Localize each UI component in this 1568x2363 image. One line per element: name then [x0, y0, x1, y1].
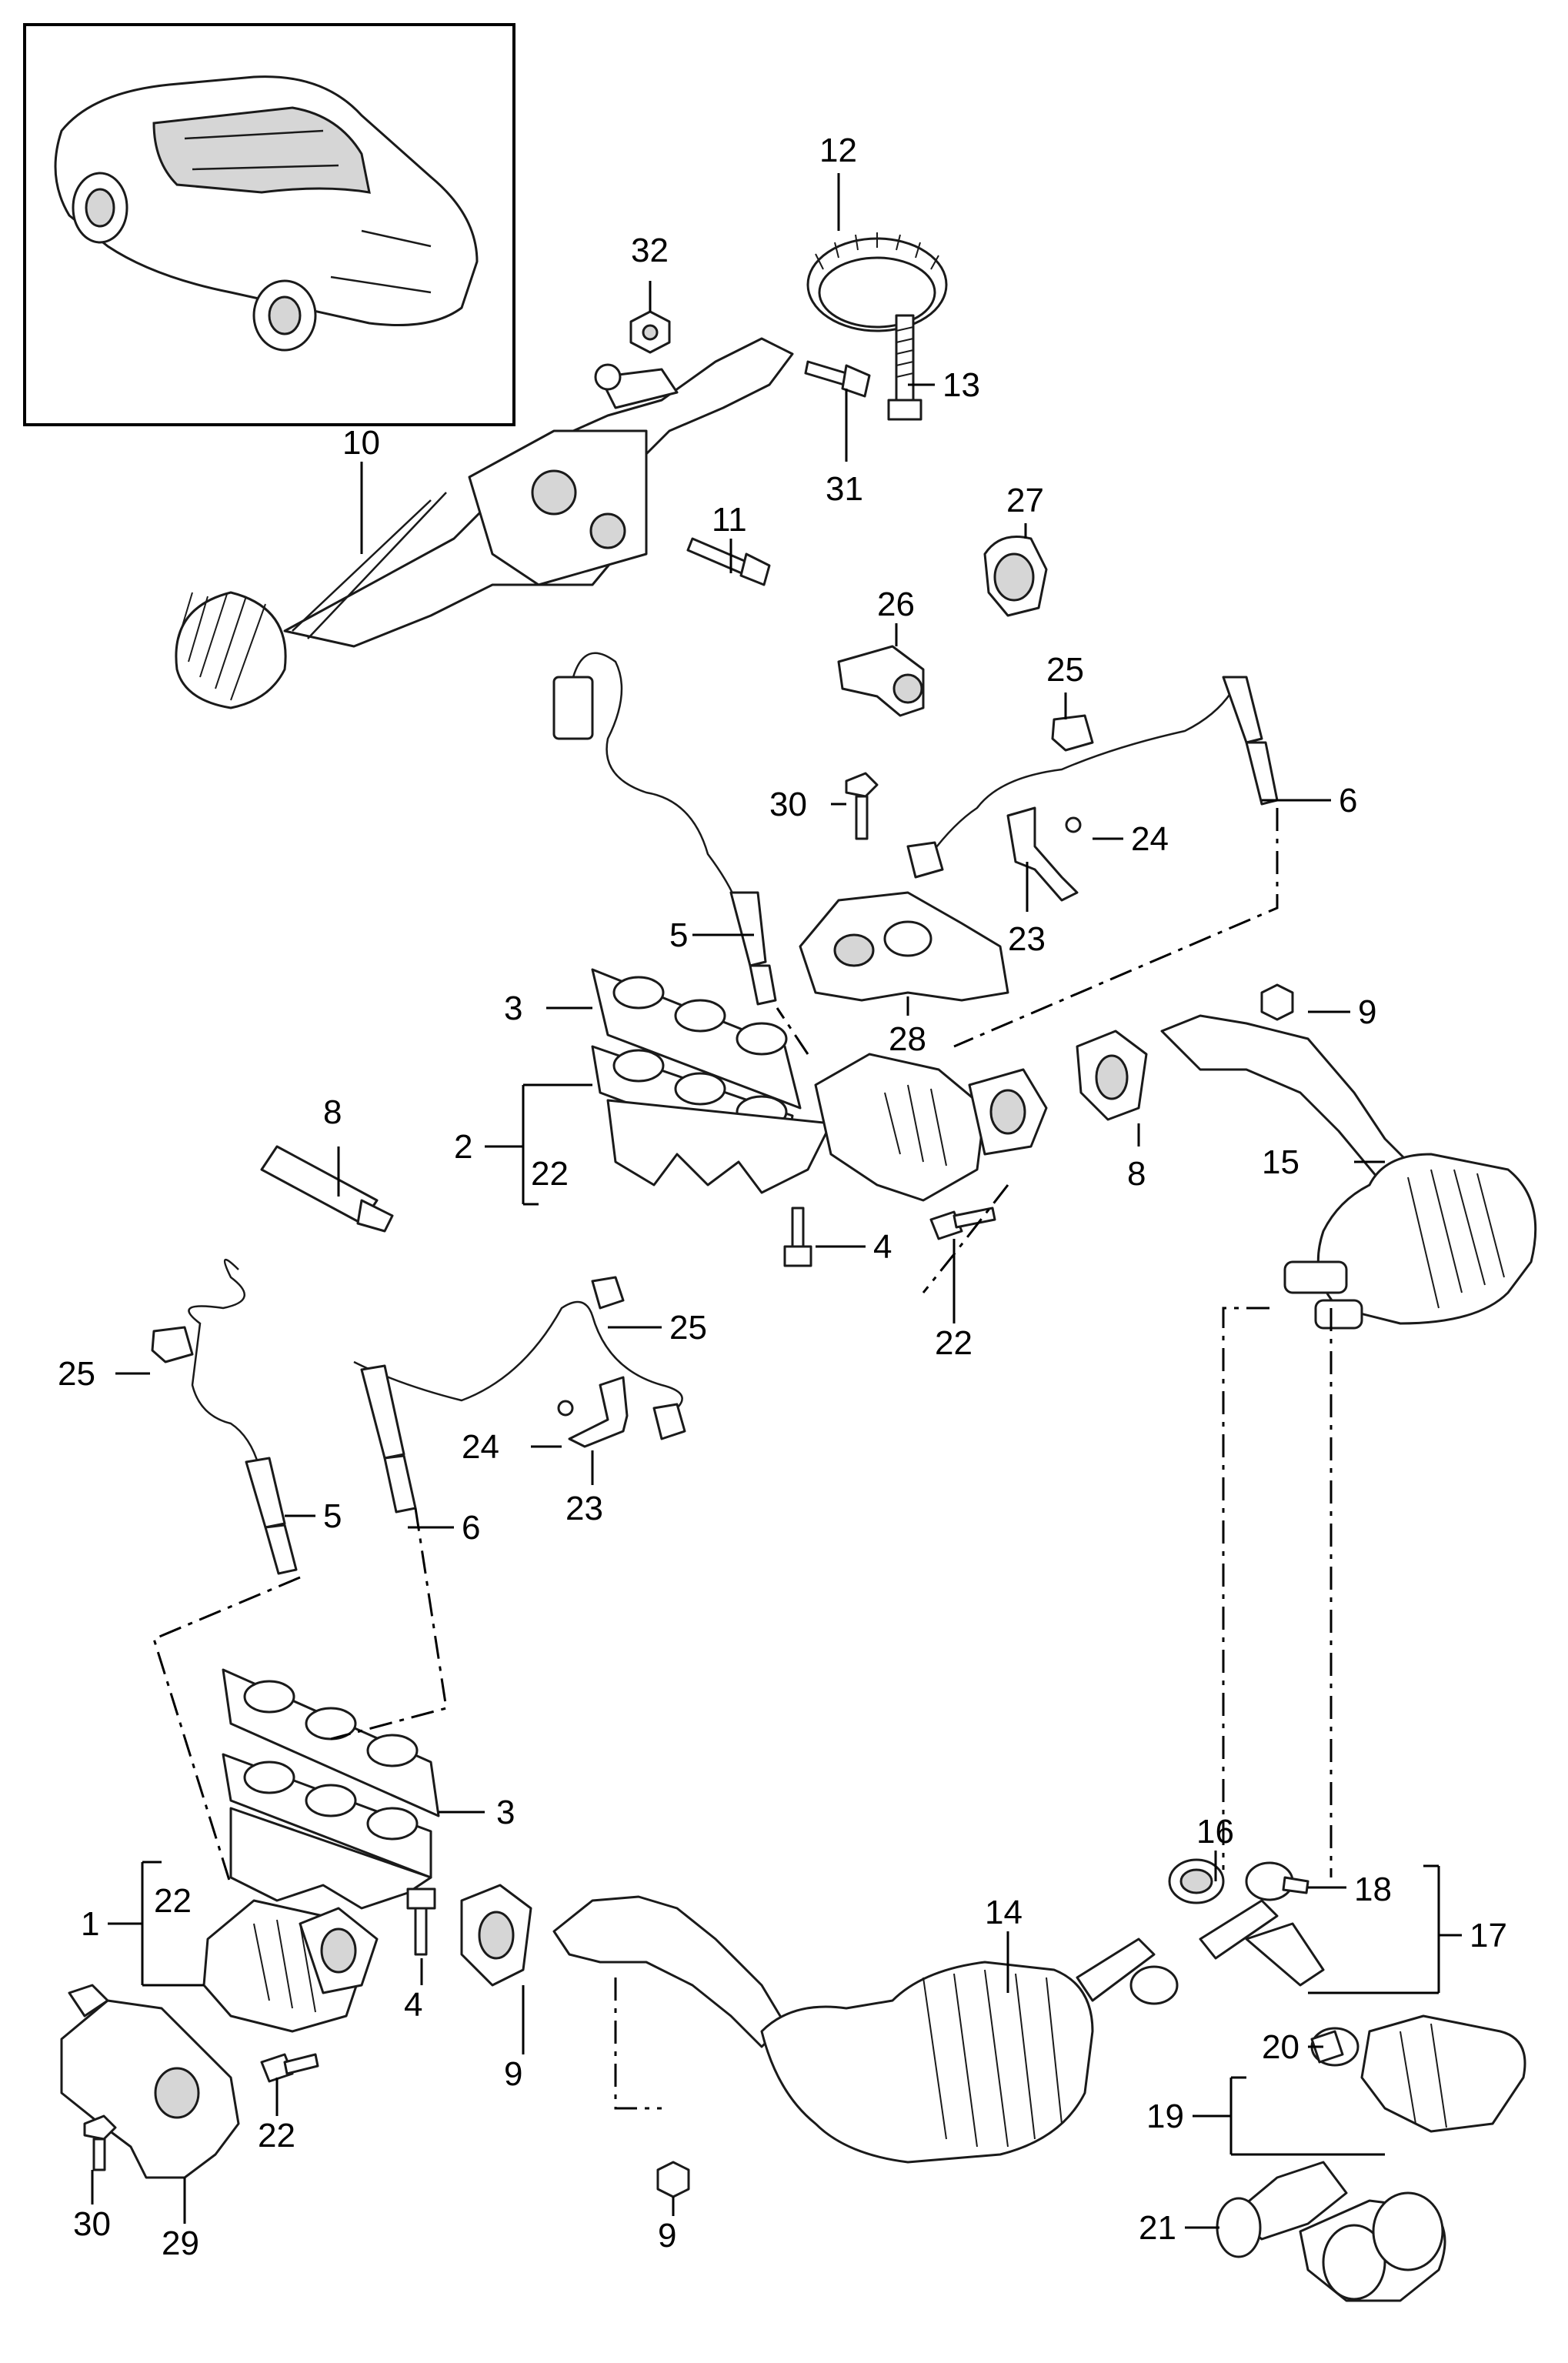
front-muffler-14 — [552, 1895, 1156, 2164]
label-8-top: 8 — [1127, 1155, 1146, 1193]
sealant-tube-7 — [260, 1145, 394, 1233]
clip-25-mid — [591, 1276, 625, 1310]
leader-lines — [91, 173, 1462, 2229]
label-29: 29 — [162, 2224, 199, 2262]
bracket-23-upper — [1006, 806, 1082, 902]
bolt-4-upper — [783, 1207, 812, 1267]
label-15: 15 — [1262, 1143, 1299, 1181]
label-24-top: 24 — [1131, 820, 1169, 858]
label-7: 8 — [323, 1093, 342, 1131]
oxygen-sensor-6-lower — [353, 1300, 686, 1514]
rear-muffler-15 — [1160, 1014, 1537, 1330]
label-13: 13 — [942, 366, 980, 404]
label-24-lower: 24 — [462, 1428, 499, 1466]
label-4-lower: 4 — [404, 1986, 422, 2024]
label-31: 31 — [826, 470, 863, 508]
rubber-mount-27 — [983, 536, 1048, 617]
label-3-lower: 3 — [496, 1794, 515, 1831]
exhaust-manifold-1 — [202, 1668, 440, 2033]
gasket-8-upper — [1076, 1030, 1148, 1121]
label-22-lower-bolt: 22 — [258, 2117, 295, 2154]
bolt-4-lower — [406, 1887, 436, 1956]
tailpipe-21 — [1216, 2161, 1446, 2302]
label-5-lower: 5 — [323, 1497, 342, 1535]
label-10: 10 — [342, 424, 380, 462]
oxygen-sensor-5-upper — [552, 652, 777, 1006]
label-8-lower: 9 — [504, 2055, 522, 2093]
label-22-top-bracket: 22 — [531, 1155, 569, 1193]
label-3-top: 3 — [504, 990, 522, 1027]
nut-9-upper — [1260, 983, 1294, 1021]
label-20: 20 — [1262, 2028, 1299, 2066]
label-12: 12 — [819, 132, 857, 169]
clamp-20 — [1310, 2030, 1344, 2064]
bolt-22-upper — [929, 1207, 996, 1240]
car-overview-inset — [23, 23, 515, 426]
oxygen-sensor-6-upper — [906, 676, 1279, 879]
part-labels: 32 12 13 31 10 11 27 26 25 30 6 24 23 5 … — [58, 132, 1507, 2262]
tailpipe-17 — [1199, 1899, 1325, 1987]
clip-25-left — [151, 1326, 194, 1363]
label-9-top: 9 — [1358, 993, 1376, 1031]
clamp-band-12 — [806, 232, 948, 332]
exhaust-manifold-2 — [591, 968, 1048, 1202]
label-28: 28 — [889, 1020, 926, 1058]
label-18: 18 — [1354, 1871, 1392, 1908]
label-25-mid: 25 — [669, 1309, 707, 1347]
label-16: 16 — [1196, 1813, 1234, 1851]
label-4-top: 4 — [873, 1228, 892, 1266]
label-27: 27 — [1006, 482, 1044, 519]
label-6-lower: 6 — [462, 1509, 480, 1547]
label-1: 1 — [81, 1905, 99, 1943]
clamp-lower-17 — [1129, 1965, 1179, 2005]
bolt-13 — [887, 314, 922, 421]
bracket-23-lower — [557, 1376, 629, 1448]
label-9-lower: 9 — [658, 2217, 676, 2255]
label-22-top-bolt: 22 — [935, 1324, 972, 1362]
gasket-8-lower — [460, 1884, 532, 1987]
bolt-22-lower — [260, 2053, 319, 2083]
clamp-16 — [1168, 1858, 1225, 1904]
label-2: 2 — [454, 1128, 472, 1166]
tailpipe-19 — [1310, 2014, 1526, 2133]
label-22-lower-bracket: 22 — [154, 1882, 192, 1920]
oxygen-sensor-5-lower — [188, 1259, 298, 1575]
label-21: 21 — [1139, 2209, 1176, 2247]
nut-9-lower — [656, 2161, 690, 2198]
bolt-30-lower — [83, 2114, 117, 2171]
label-19: 19 — [1146, 2098, 1184, 2135]
heat-shield-28 — [799, 891, 1009, 1002]
heat-shield-29 — [60, 1984, 240, 2179]
bolt-30-upper — [845, 772, 879, 840]
label-11: 11 — [712, 501, 747, 539]
label-6-top: 6 — [1339, 782, 1357, 819]
clip-25-upper — [1051, 714, 1094, 752]
rear-axle-bracket-10 — [175, 337, 794, 709]
label-5-top: 5 — [669, 916, 688, 954]
label-30-top: 30 — [769, 786, 807, 823]
label-14: 14 — [985, 1894, 1023, 1931]
clamp-18 — [1245, 1861, 1309, 1901]
label-23-top: 23 — [1008, 920, 1046, 958]
bolt-11 — [686, 537, 771, 586]
bracket-26 — [837, 645, 925, 717]
label-30-lower: 30 — [73, 2205, 111, 2243]
label-23-lower: 23 — [565, 1490, 603, 1527]
label-25-top: 25 — [1046, 651, 1084, 689]
label-25-left: 25 — [58, 1355, 95, 1393]
bolt-31 — [804, 360, 871, 398]
label-32: 32 — [631, 232, 669, 269]
label-26: 26 — [877, 586, 915, 623]
label-17: 17 — [1470, 1917, 1507, 1954]
